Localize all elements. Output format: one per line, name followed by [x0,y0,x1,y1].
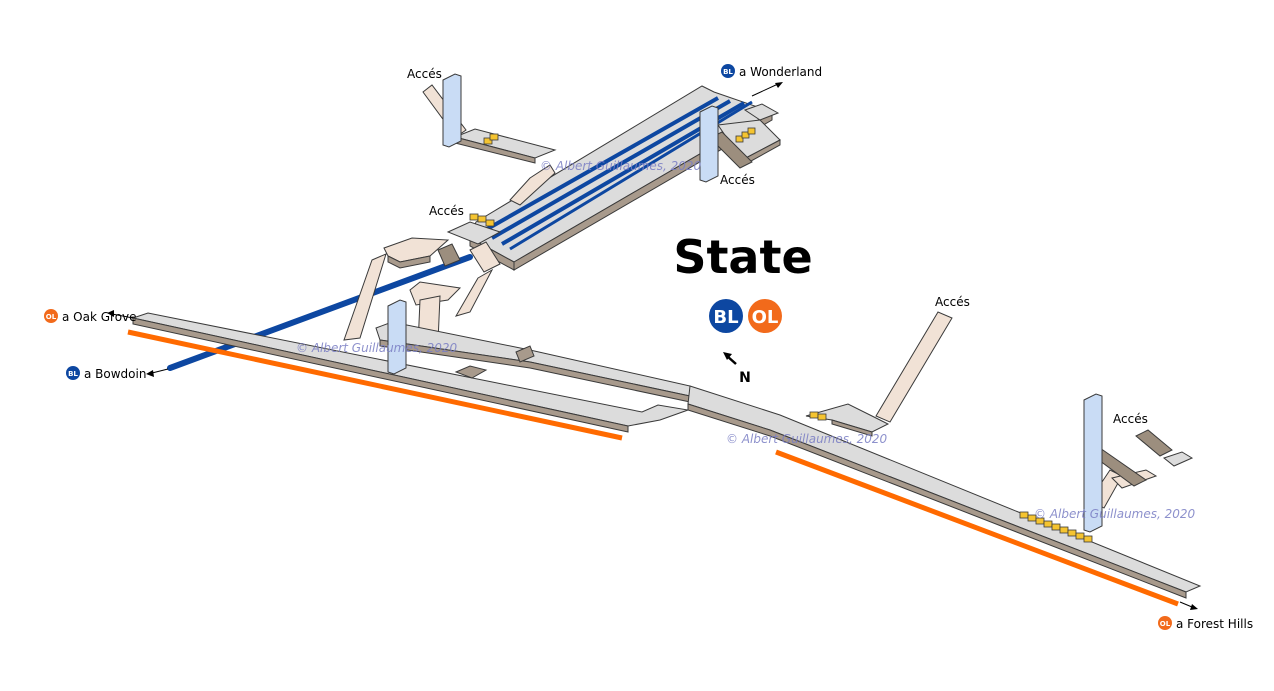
destination-wonderland: BL a Wonderland [721,64,822,97]
east-ramp-down [454,268,494,317]
svg-text:OL: OL [752,307,779,328]
orange-track-east [775,449,1179,607]
access-label: Accés [720,173,755,187]
west-connector [509,164,556,206]
destination-forest-hills: OL a Forest Hills [1158,601,1253,631]
destination-bowdoin: BL a Bowdoin [66,366,169,381]
blue-track-1 [481,96,719,234]
southeast-stair-2 [1135,429,1173,457]
elevator-shaft-southeast [1083,393,1103,533]
watermark: © Albert Guillaumes, 2020 [726,432,888,446]
north-arrow: N [723,352,751,386]
arrow-icon [107,310,114,317]
destination-label: a Bowdoin [84,367,146,381]
station-title: State [673,230,812,284]
blue-track-2 [491,99,731,240]
svg-text:BL: BL [713,307,738,328]
orange-platform-west [131,312,690,427]
elevator-shaft-northeast [699,105,719,183]
blue-line-badge [709,299,743,333]
access-corridor-east [875,311,953,423]
west-ramp-down [343,253,387,341]
stair-hub [446,221,502,245]
destination-label: a Oak Grove [62,310,137,324]
access-label: Accés [1113,412,1148,426]
blue-line-badge [66,366,80,380]
arrow-icon [1190,604,1198,610]
orange-line-badge [1158,616,1172,630]
destination-label: a Forest Hills [1176,617,1253,631]
elevator-shaft-northwest [442,73,462,148]
svg-text:BL: BL [723,68,733,76]
orange-line-badge [44,309,58,323]
access-label: Accés [407,67,442,81]
north-label: N [739,370,751,386]
orange-line-badge [748,299,782,333]
east-ramp-top [469,241,501,273]
arrow-icon [146,370,154,377]
watermark: © Albert Guillaumes, 2020 [1034,507,1196,521]
access-label: Accés [429,204,464,218]
orange-line-platform-level [127,299,1202,607]
blue-line-platform-level [167,73,781,371]
destination-label: a Wonderland [739,65,822,79]
watermark: © Albert Guillaumes, 2020 [296,341,458,355]
arrow-icon [775,82,783,88]
svg-text:BL: BL [68,370,78,378]
blue-line-badge [721,64,735,78]
fare-gates [469,127,1093,543]
destination-oak-grove: OL a Oak Grove [44,309,137,324]
access-label: Accés [935,295,970,309]
elevator-shaft-west [387,299,407,375]
svg-text:OL: OL [1160,620,1171,628]
svg-text:OL: OL [46,313,57,321]
watermark: © Albert Guillaumes, 2020 [540,159,702,173]
orange-track-west [127,329,623,441]
